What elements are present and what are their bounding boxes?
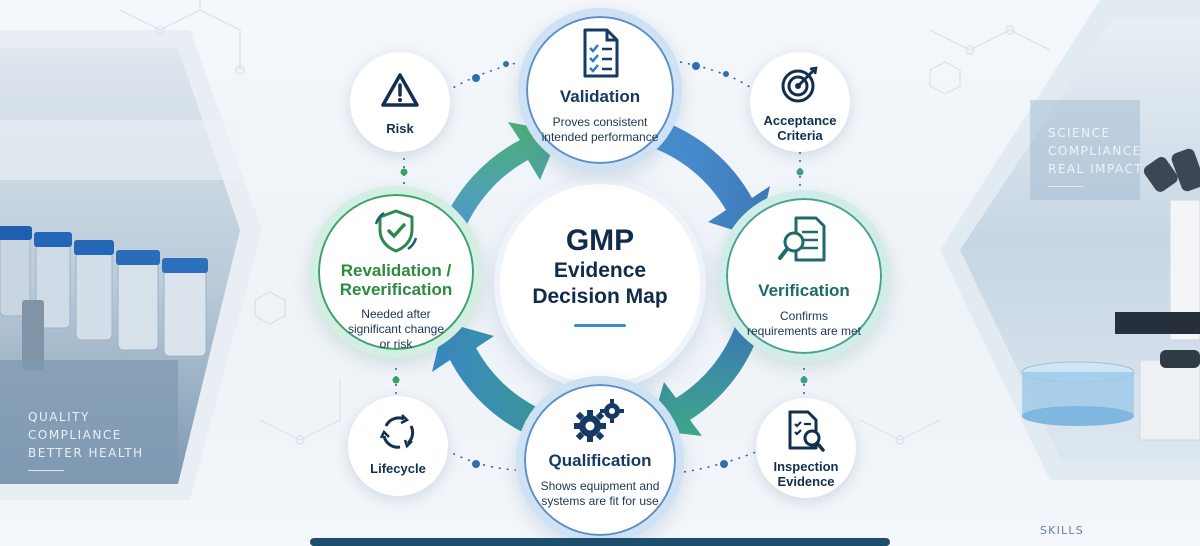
verification-desc-2: requirements are met [746, 324, 862, 338]
revalidation-desc-2: significant change [347, 322, 445, 336]
node-verification[interactable]: Verification Confirms requirements are m… [718, 190, 890, 362]
inspection-report-icon [788, 410, 825, 452]
satellite-risk[interactable]: Risk [350, 52, 450, 152]
center-underline [574, 324, 626, 327]
risk-label: Risk [386, 121, 414, 136]
revalidation-title-2: Reverification [339, 280, 453, 299]
verification-title: Verification [758, 281, 850, 300]
connector-dots [392, 61, 808, 468]
tagline-compliance-right: COMPLIANCE [1048, 144, 1142, 158]
node-validation[interactable]: Validation Proves consistent intended pe… [518, 8, 682, 172]
revalidation-desc-1: Needed after [361, 307, 431, 321]
microscope [1115, 148, 1200, 441]
cycle-arrows-icon [379, 414, 415, 449]
tagline-quality: QUALITY [28, 410, 90, 424]
connectors [395, 61, 805, 473]
tagline-real-impact: REAL IMPACT [1048, 162, 1144, 176]
qualification-desc-1: Shows equipment and [540, 479, 660, 493]
molecule-pattern [119, 0, 1051, 445]
lifecycle-label: Lifecycle [370, 461, 426, 476]
right-panel-tagline: SCIENCE COMPLIANCE REAL IMPACT [1048, 124, 1143, 187]
right-photo-panel [940, 0, 1200, 480]
satellite-acceptance-criteria[interactable]: Acceptance Criteria [750, 52, 850, 152]
satellite-inspection-evidence[interactable]: Inspection Evidence [756, 398, 856, 498]
vials [0, 226, 208, 370]
center-title-evidence: Evidence [553, 259, 647, 282]
tagline-rule-right [1048, 186, 1084, 187]
tagline-rule [28, 470, 64, 471]
validation-title: Validation [559, 87, 641, 106]
skills-caption: SKILLS [1040, 524, 1084, 537]
validation-desc-1: Proves consistent [552, 115, 648, 129]
acceptance-label-2: Criteria [777, 128, 823, 143]
verification-desc-1: Confirms [779, 309, 828, 323]
revalidation-title-1: Revalidation / [340, 261, 452, 280]
warning-triangle-icon [381, 73, 419, 107]
left-panel-tagline: QUALITY COMPLIANCE BETTER HEALTH [28, 408, 144, 471]
tagline-better-health: BETTER HEALTH [28, 446, 144, 460]
center-title-gmp: GMP [565, 224, 635, 257]
target-icon [781, 66, 818, 103]
document-magnifier-icon [778, 216, 826, 262]
shield-check-icon [374, 209, 418, 253]
acceptance-label-1: Acceptance [763, 113, 837, 128]
qualification-title: Qualification [548, 451, 652, 470]
center-title-decision-map: Decision Map [532, 285, 668, 308]
inspection-label-2: Evidence [777, 474, 835, 489]
satellite-lifecycle[interactable]: Lifecycle [348, 396, 448, 496]
validation-desc-2: intended performance [541, 130, 659, 144]
checklist-document-icon [583, 28, 619, 78]
center-hub: GMP Evidence Decision Map [500, 184, 700, 384]
tagline-compliance: COMPLIANCE [28, 428, 122, 442]
bottom-bar [310, 538, 890, 546]
gears-icon [574, 399, 624, 442]
inspection-label-1: Inspection [773, 459, 839, 474]
node-qualification[interactable]: Qualification Shows equipment and system… [516, 376, 684, 544]
left-photo-panel [0, 30, 262, 500]
node-revalidation[interactable]: Revalidation / Reverification Needed aft… [310, 186, 482, 358]
revalidation-desc-3: or risk [379, 337, 413, 351]
qualification-desc-2: systems are fit for use [541, 494, 659, 508]
tagline-science: SCIENCE [1048, 126, 1111, 140]
